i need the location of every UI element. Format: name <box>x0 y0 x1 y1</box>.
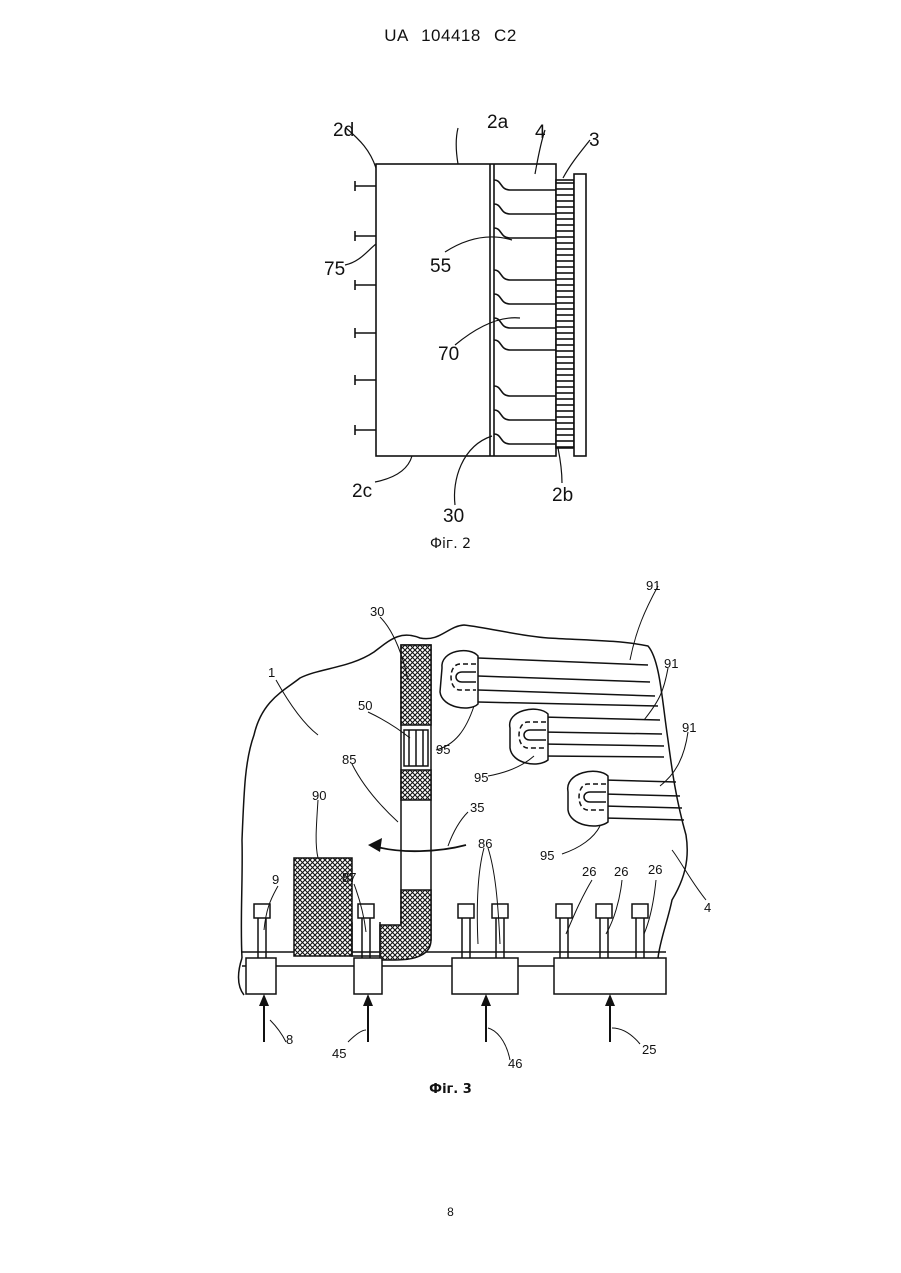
fig3-label-30: 30 <box>370 604 384 619</box>
fig3-label-95a: 95 <box>436 742 450 757</box>
fig3-label-91b: 91 <box>664 656 678 671</box>
fig3-label-1: 1 <box>268 665 275 680</box>
fig3-label-35: 35 <box>470 800 484 815</box>
fig3-label-95b: 95 <box>474 770 488 785</box>
fig3-label-26b: 26 <box>614 864 628 879</box>
fig3-label-86: 86 <box>478 836 492 851</box>
fig3-label-46: 46 <box>508 1056 522 1071</box>
figure-3-caption: Фіг. 3 <box>0 1082 901 1097</box>
fig3-label-25: 25 <box>642 1042 656 1057</box>
fig3-label-26c: 26 <box>648 862 662 877</box>
fig3-label-26a: 26 <box>582 864 596 879</box>
fig3-label-8: 8 <box>286 1032 293 1047</box>
fig3-label-90: 90 <box>312 788 326 803</box>
fig3-label-4: 4 <box>704 900 711 915</box>
figure-3-drawing: 30 1 50 85 90 35 91 91 91 95 95 95 86 9 … <box>0 0 901 1100</box>
fig3-label-85: 85 <box>342 752 356 767</box>
fig3-label-91a: 91 <box>646 578 660 593</box>
fig3-label-9: 9 <box>272 872 279 887</box>
fig3-label-45: 45 <box>332 1046 346 1061</box>
fig3-label-50: 50 <box>358 698 372 713</box>
page-number: 8 <box>0 1205 901 1219</box>
fig3-label-95c: 95 <box>540 848 554 863</box>
fig3-label-87: 87 <box>342 870 356 885</box>
fig3-label-91c: 91 <box>682 720 696 735</box>
